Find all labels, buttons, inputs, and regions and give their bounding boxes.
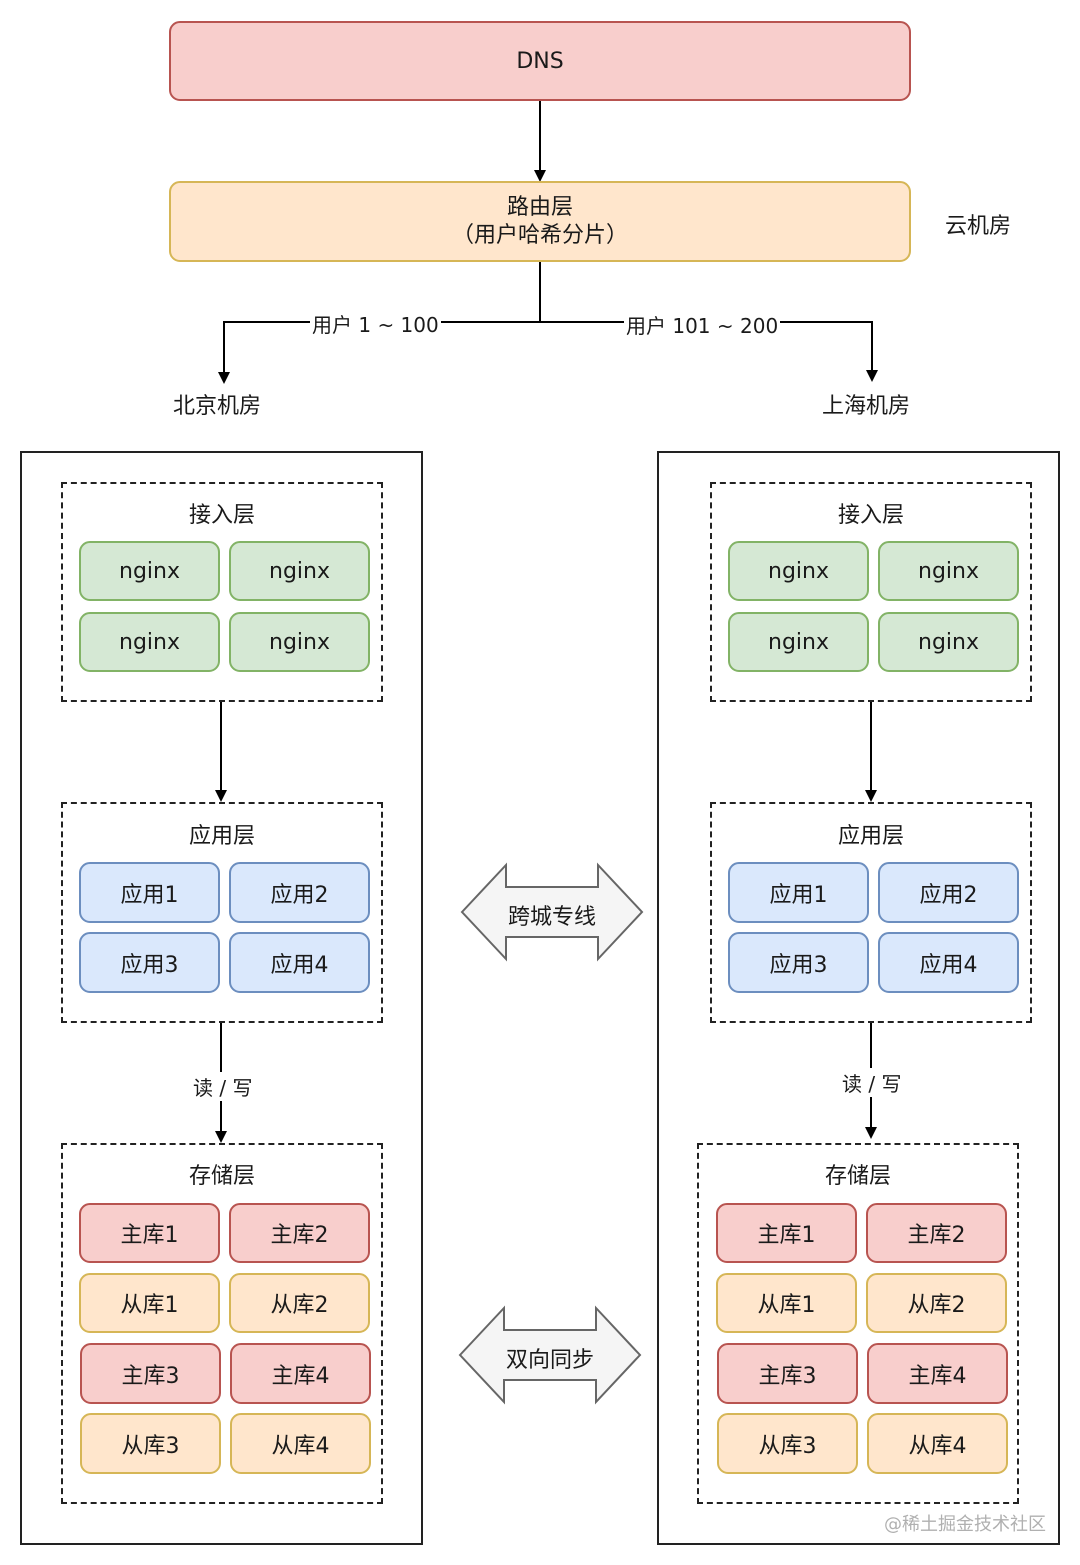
router-sublabel: （用户哈希分片） xyxy=(451,222,628,248)
left-access-layer xyxy=(61,482,383,702)
watermark: @稀土掘金技术社区 xyxy=(884,1514,1046,1535)
right-slave-4: 从库4 xyxy=(867,1413,1008,1474)
dns-label: DNS xyxy=(516,48,564,74)
left-rw-label: 读 / 写 xyxy=(191,1072,255,1101)
left-app-4: 应用4 xyxy=(229,932,370,993)
right-app-2: 应用2 xyxy=(878,862,1019,923)
right-slave-2: 从库2 xyxy=(866,1273,1007,1333)
right-rw-label: 读 / 写 xyxy=(840,1068,904,1097)
right-app-layer xyxy=(710,802,1032,1023)
right-access-layer xyxy=(710,482,1032,702)
left-nginx-1: nginx xyxy=(79,541,220,601)
beijing-room-title: 北京机房 xyxy=(173,394,262,419)
left-slave-3: 从库3 xyxy=(80,1413,221,1474)
left-slave-2: 从库2 xyxy=(229,1273,370,1333)
shanghai-room xyxy=(657,451,1060,1545)
left-storage-title: 存储层 xyxy=(188,1164,255,1189)
dedicated-line-arrow-shape xyxy=(460,862,644,962)
left-nginx-4: nginx xyxy=(229,612,370,672)
router-label: 路由层 xyxy=(506,194,573,220)
right-app-4: 应用4 xyxy=(878,932,1019,993)
right-nginx-1: nginx xyxy=(728,541,869,601)
left-slave-4: 从库4 xyxy=(230,1413,371,1474)
right-master-3: 主库3 xyxy=(717,1343,858,1404)
right-nginx-3: nginx xyxy=(728,612,869,672)
left-master-3: 主库3 xyxy=(80,1343,221,1404)
left-route-label: 用户 1 ~ 100 xyxy=(310,309,441,338)
right-slave-1: 从库1 xyxy=(716,1273,857,1333)
dns-box: DNS xyxy=(169,21,911,101)
left-app-3: 应用3 xyxy=(79,932,220,993)
left-app-1: 应用1 xyxy=(79,862,220,923)
shanghai-room-title: 上海机房 xyxy=(822,394,911,419)
right-master-1: 主库1 xyxy=(716,1203,857,1263)
router-box: 路由层 （用户哈希分片） xyxy=(169,181,911,262)
right-route-label: 用户 101 ~ 200 xyxy=(624,310,781,339)
right-nginx-4: nginx xyxy=(878,612,1019,672)
right-nginx-2: nginx xyxy=(878,541,1019,601)
beijing-room xyxy=(20,451,423,1545)
right-storage-title: 存储层 xyxy=(824,1164,891,1189)
left-access-title: 接入层 xyxy=(188,503,255,528)
left-nginx-3: nginx xyxy=(79,612,220,672)
left-nginx-2: nginx xyxy=(229,541,370,601)
right-app-1: 应用1 xyxy=(728,862,869,923)
left-app-layer xyxy=(61,802,383,1023)
right-app-title: 应用层 xyxy=(837,824,904,849)
dedicated-line-label: 跨城专线 xyxy=(507,905,596,930)
left-master-2: 主库2 xyxy=(229,1203,370,1263)
left-app-title: 应用层 xyxy=(188,824,255,849)
right-master-4: 主库4 xyxy=(867,1343,1008,1404)
right-slave-3: 从库3 xyxy=(717,1413,858,1474)
left-master-4: 主库4 xyxy=(230,1343,371,1404)
left-slave-1: 从库1 xyxy=(79,1273,220,1333)
left-storage-layer xyxy=(61,1143,383,1504)
cloud-room-label: 云机房 xyxy=(945,214,1012,239)
left-master-1: 主库1 xyxy=(79,1203,220,1263)
left-app-2: 应用2 xyxy=(229,862,370,923)
right-app-3: 应用3 xyxy=(728,932,869,993)
right-master-2: 主库2 xyxy=(866,1203,1007,1263)
right-access-title: 接入层 xyxy=(837,503,904,528)
sync-label: 双向同步 xyxy=(505,1348,594,1373)
right-storage-layer xyxy=(697,1143,1019,1504)
sync-arrow-shape xyxy=(458,1305,642,1405)
